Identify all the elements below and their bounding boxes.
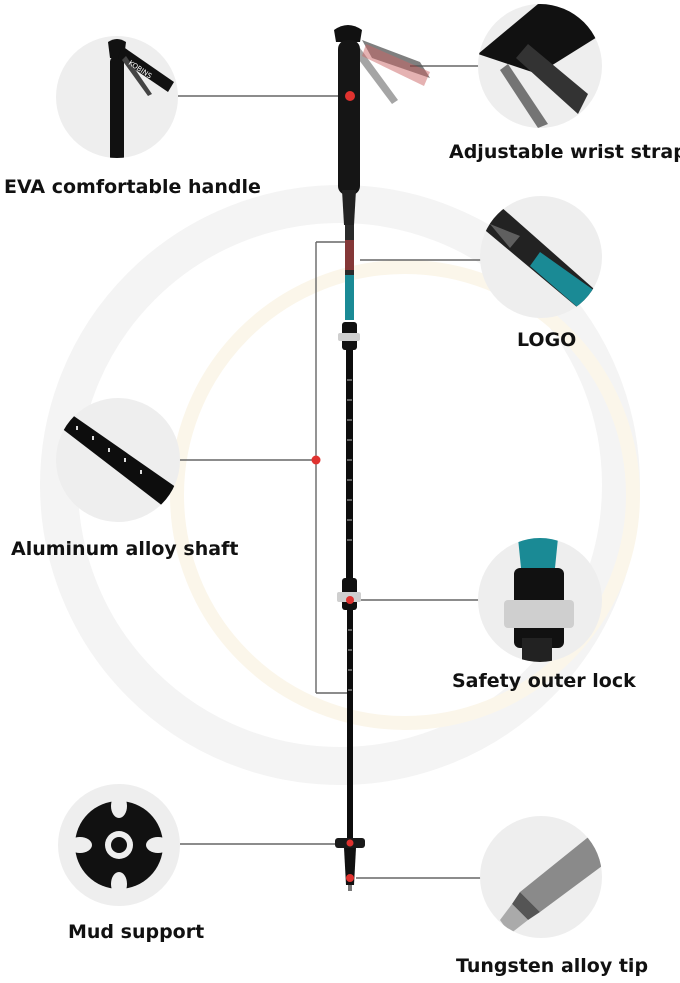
detail-circle-handle: KOBINS [56,36,178,158]
label-wrist-strap: Adjustable wrist strap [449,141,680,163]
label-lock: Safety outer lock [452,670,636,692]
wrist-strap-graphic [356,40,430,104]
logo-blur [345,240,354,270]
label-mud: Mud support [68,921,205,943]
detail-circle-tip [480,816,602,938]
eva-handle [338,40,360,195]
handle-marker-dot [345,91,355,101]
upper-shaft [345,225,354,320]
label-tip: Tungsten alloy tip [456,955,649,977]
detail-circle-mud [58,784,180,906]
middle-shaft [346,350,353,578]
detail-circle-shaft [56,398,180,522]
lower-shaft [347,610,353,840]
teal-section [345,275,354,320]
shaft-marker-dot [311,455,321,465]
label-logo: LOGO [517,329,577,351]
label-handle: EVA comfortable handle [4,176,261,198]
detail-circle-strap [478,4,602,128]
detail-circle-lock [478,538,602,662]
label-shaft: Aluminum alloy shaft [11,538,239,560]
handle-cap [334,25,362,42]
detail-circle-logo [480,196,602,318]
